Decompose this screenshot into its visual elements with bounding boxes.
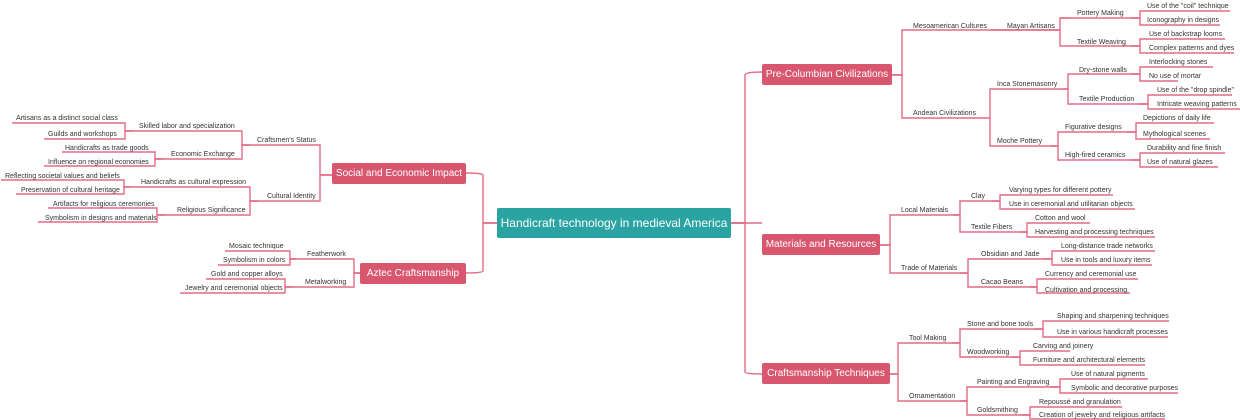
node-religious-significance[interactable]: Religious Significance <box>177 207 246 214</box>
node-ceremonial-utilitarian[interactable]: Use in ceremonial and utilitarian object… <box>1009 201 1133 208</box>
node-painting-engraving[interactable]: Painting and Engraving <box>977 379 1050 386</box>
node-varying-types[interactable]: Varying types for different pottery <box>1009 187 1112 194</box>
node-drop-spindle[interactable]: Use of the "drop spindle" <box>1157 87 1234 94</box>
category-materials[interactable]: Materials and Resources <box>762 234 880 255</box>
node-interlocking-stones[interactable]: Interlocking stones <box>1149 59 1208 66</box>
node-craftsmens-status[interactable]: Craftsmen's Status <box>257 137 316 144</box>
node-andean-civilizations[interactable]: Andean Civilizations <box>913 110 977 117</box>
node-moche-pottery[interactable]: Moche Pottery <box>997 138 1043 145</box>
node-gold-copper[interactable]: Gold and copper alloys <box>211 271 283 278</box>
node-jewelry-religious[interactable]: Creation of jewelry and religious artifa… <box>1039 412 1166 419</box>
node-cultural-expression[interactable]: Handicrafts as cultural expression <box>141 179 247 186</box>
node-figurative-designs[interactable]: Figurative designs <box>1065 124 1122 131</box>
node-symbolism-designs[interactable]: Symbolism in designs and materials <box>45 215 157 222</box>
node-complex-patterns[interactable]: Complex patterns and dyes <box>1149 45 1235 52</box>
category-aztec[interactable]: Aztec Craftsmanship <box>360 263 466 284</box>
node-natural-pigments[interactable]: Use of natural pigments <box>1071 371 1145 378</box>
node-metalworking[interactable]: Metalworking <box>305 279 347 286</box>
node-currency[interactable]: Currency and ceremonial use <box>1045 271 1137 278</box>
node-ornamentation[interactable]: Ornamentation <box>909 393 956 400</box>
node-local-materials[interactable]: Local Materials <box>901 207 949 214</box>
node-obsidian-jade[interactable]: Obsidian and Jade <box>981 251 1040 258</box>
node-mayan-artisans[interactable]: Mayan Artisans <box>1007 23 1055 30</box>
node-natural-glazes[interactable]: Use of natural glazes <box>1147 159 1213 166</box>
node-inca-stonemasonry[interactable]: Inca Stonemasonry <box>997 81 1058 88</box>
node-pottery-making[interactable]: Pottery Making <box>1077 10 1124 17</box>
category-precolumbian[interactable]: Pre-Columbian Civilizations <box>762 64 892 85</box>
node-carving[interactable]: Carving and joinery <box>1033 343 1094 350</box>
node-symbolic-decorative[interactable]: Symbolic and decorative purposes <box>1071 385 1179 392</box>
node-economic-exchange[interactable]: Economic Exchange <box>171 151 235 158</box>
node-harvesting[interactable]: Harvesting and processing techniques <box>1035 229 1154 236</box>
node-religious-artifacts[interactable]: Artifacts for religious ceremonies <box>53 201 155 208</box>
node-clay[interactable]: Clay <box>971 193 986 200</box>
node-trade-goods[interactable]: Handicrafts as trade goods <box>65 145 149 152</box>
node-textile-fibers[interactable]: Textile Fibers <box>971 224 1013 231</box>
node-iconography[interactable]: Iconography in designs <box>1147 17 1219 24</box>
node-societal-values[interactable]: Reflecting societal values and beliefs <box>5 173 120 180</box>
node-intricate-weaving[interactable]: Intricate weaving patterns <box>1157 101 1237 108</box>
node-durability[interactable]: Durability and fine finish <box>1147 145 1222 152</box>
node-goldsmithing[interactable]: Goldsmithing <box>977 407 1018 414</box>
node-long-distance-trade[interactable]: Long-distance trade networks <box>1061 243 1153 250</box>
node-artisans-social-class[interactable]: Artisans as a distinct social class <box>16 115 118 122</box>
node-stone-bone-tools[interactable]: Stone and bone tools <box>967 321 1034 328</box>
node-repousse[interactable]: Repoussé and granulation <box>1039 399 1121 406</box>
node-mesoamerican-cultures[interactable]: Mesoamerican Cultures <box>913 23 987 30</box>
node-featherwork[interactable]: Featherwork <box>307 251 346 258</box>
node-cacao-beans[interactable]: Cacao Beans <box>981 279 1024 286</box>
node-mythological-scenes[interactable]: Mythological scenes <box>1143 131 1207 138</box>
node-high-fired-ceramics[interactable]: High-fired ceramics <box>1065 152 1126 159</box>
node-symbolism-colors[interactable]: Symbolism in colors <box>223 257 286 264</box>
node-tool-making[interactable]: Tool Making <box>909 335 947 342</box>
node-cultivation[interactable]: Cultivation and processing <box>1045 287 1128 294</box>
node-dry-stone-walls[interactable]: Dry-stone walls <box>1079 67 1127 74</box>
root-node[interactable]: Handicraft technology in medieval Americ… <box>497 208 731 238</box>
node-cotton-wool[interactable]: Cotton and wool <box>1035 215 1086 222</box>
node-various-processes[interactable]: Use in various handicraft processes <box>1057 329 1168 336</box>
node-cultural-identity[interactable]: Cultural Identity <box>267 193 316 200</box>
node-backstrap-looms[interactable]: Use of backstrap looms <box>1149 31 1223 38</box>
node-daily-life[interactable]: Depictions of daily life <box>1143 115 1211 122</box>
node-furniture[interactable]: Furniture and architectural elements <box>1033 357 1146 364</box>
node-textile-weaving[interactable]: Textile Weaving <box>1077 39 1126 46</box>
node-woodworking[interactable]: Woodworking <box>967 349 1010 356</box>
node-shaping[interactable]: Shaping and sharpening techniques <box>1057 313 1169 320</box>
node-jewelry-ceremonial[interactable]: Jewelry and ceremonial objects <box>185 285 283 292</box>
node-guilds-workshops[interactable]: Guilds and workshops <box>48 131 117 138</box>
category-social[interactable]: Social and Economic Impact <box>332 163 466 184</box>
node-skilled-labor[interactable]: Skilled labor and specialization <box>139 123 235 130</box>
category-techniques[interactable]: Craftsmanship Techniques <box>762 363 890 384</box>
node-coil-technique[interactable]: Use of the "coil" technique <box>1147 3 1229 10</box>
node-regional-economies[interactable]: Influence on regional economies <box>48 159 149 166</box>
node-tools-luxury[interactable]: Use in tools and luxury items <box>1061 257 1151 264</box>
node-mosaic-technique[interactable]: Mosaic technique <box>229 243 284 250</box>
node-trade-of-materials[interactable]: Trade of Materials <box>901 265 958 272</box>
node-cultural-heritage[interactable]: Preservation of cultural heritage <box>21 187 120 194</box>
node-no-mortar[interactable]: No use of mortar <box>1149 73 1202 80</box>
node-textile-production[interactable]: Textile Production <box>1079 96 1135 103</box>
